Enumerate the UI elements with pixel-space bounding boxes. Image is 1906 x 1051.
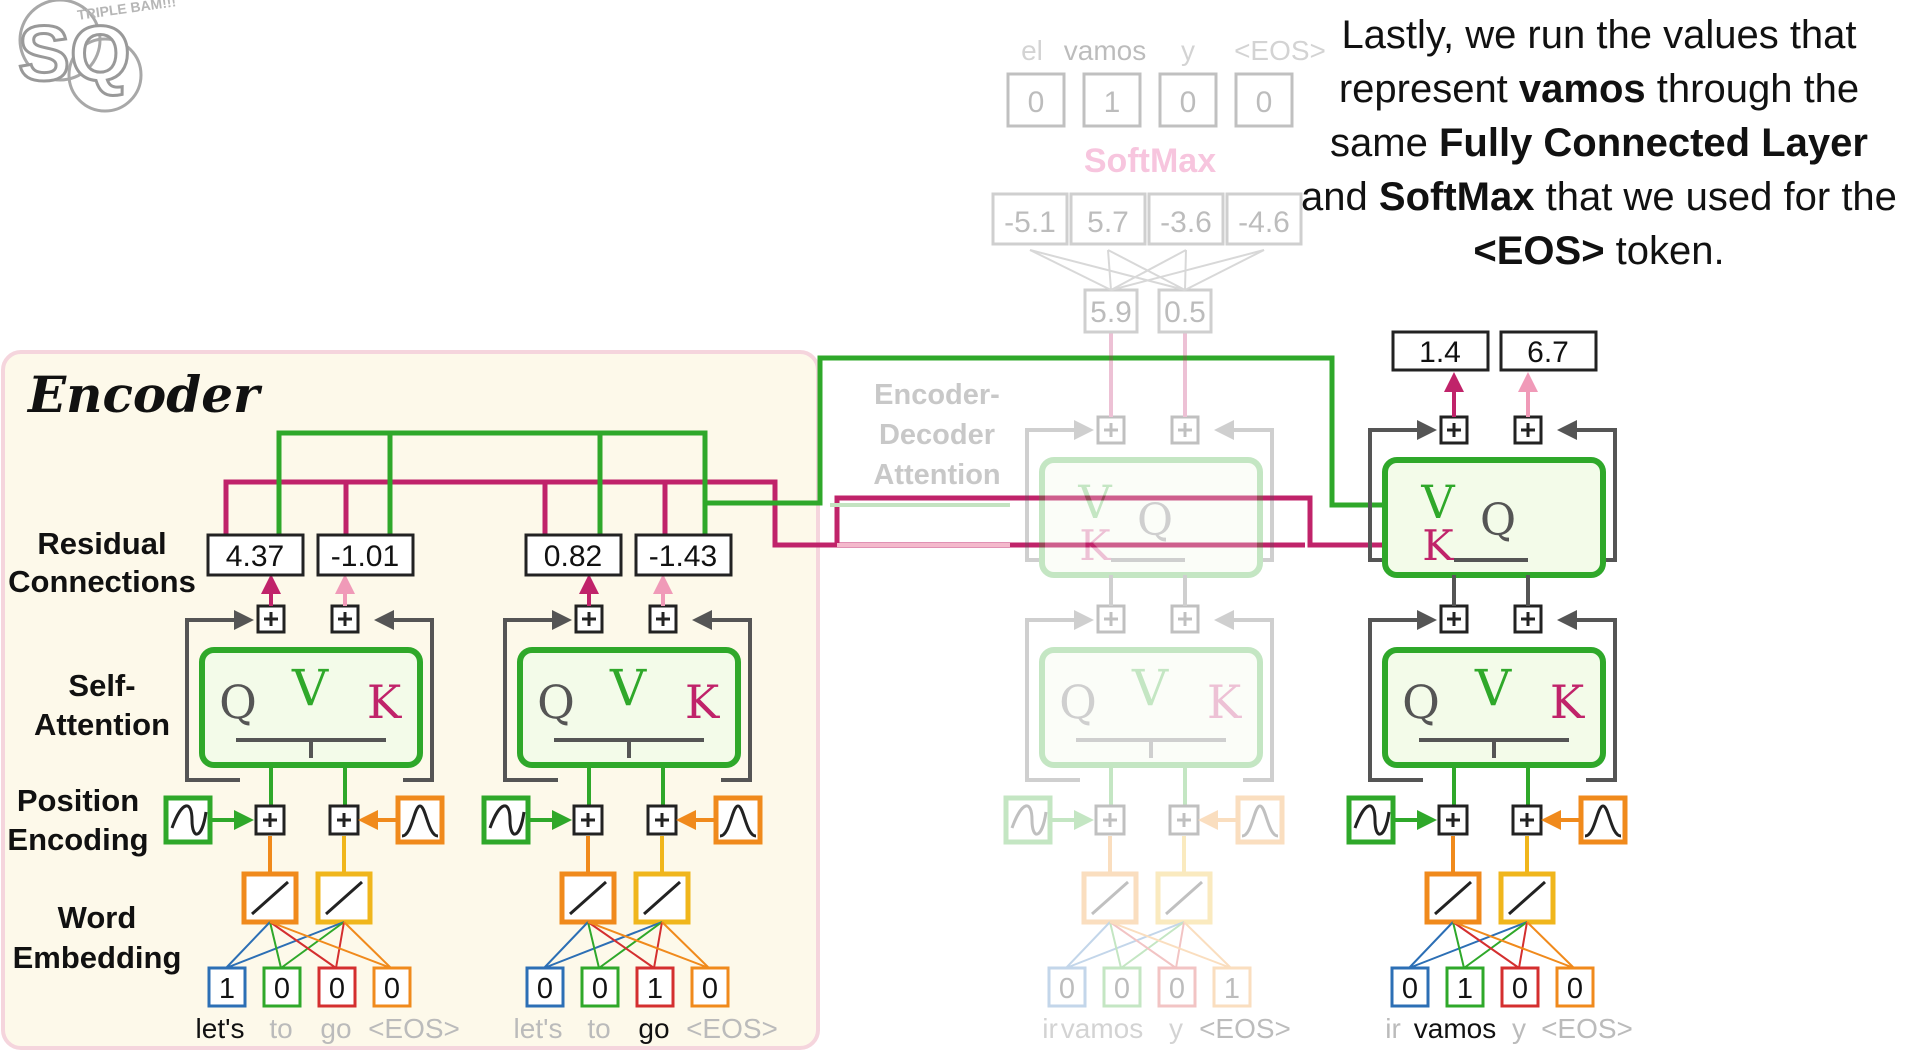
onehot-2-3: 0 [702, 973, 718, 1005]
faded-token-2: y [1169, 1013, 1183, 1044]
caption-bold-fc: Fully Connected Layer [1438, 121, 1868, 165]
faded-out-token-0: el [1021, 35, 1043, 66]
onehot-1-1: 0 [274, 973, 290, 1005]
encoder-output-1a: 4.37 [226, 540, 284, 573]
svg-text:K: K [1207, 675, 1243, 729]
faded-fc-0: 5.9 [1090, 296, 1132, 329]
faded-softmax-label: SoftMax [1084, 142, 1216, 180]
active-onehot-0: 0 [1402, 973, 1418, 1005]
onehot-1-0: 1 [219, 973, 235, 1005]
svg-text:Encoder-: Encoder- [874, 379, 1000, 411]
faded-sm-out-3: 0 [1256, 86, 1273, 119]
svg-text:K: K [367, 675, 403, 729]
active-output-1: 6.7 [1527, 336, 1569, 369]
svg-text:K: K [685, 675, 721, 729]
faded-sm-out-1: 1 [1104, 86, 1121, 119]
svg-text:Q: Q [1059, 675, 1097, 729]
statquest-logo: SQ TRIPLE BAM!!! [17, 0, 177, 113]
encoder-word-2: Q V K 0.82 -1.43 [481, 533, 778, 1044]
encoder-output-1b: -1.01 [331, 540, 399, 573]
faded-out-token-3: <EOS> [1234, 35, 1326, 66]
faded-onehot-0: 0 [1059, 973, 1075, 1005]
active-onehot-1: 1 [1457, 973, 1473, 1005]
faded-token-0: ir [1042, 1013, 1058, 1044]
faded-out-token-2: y [1181, 35, 1195, 66]
label-self-attention-1: Self- [68, 668, 135, 703]
decoder-faded: Q V K 0 [991, 35, 1326, 1044]
svg-text:V: V [1474, 659, 1512, 717]
encoder-labels: Residual Connections Self- Attention Pos… [7, 526, 195, 975]
token-1-0: let's [196, 1013, 245, 1044]
encoder-output-2a: 0.82 [544, 540, 602, 573]
svg-text:Q: Q [1137, 495, 1173, 546]
svg-text:Decoder: Decoder [879, 419, 995, 451]
token-1-3: <EOS> [368, 1013, 460, 1044]
svg-text:K: K [1079, 521, 1112, 570]
active-token-3: <EOS> [1541, 1013, 1633, 1044]
caption-bold-eos: <EOS> [1473, 229, 1605, 273]
token-2-0: let's [514, 1013, 563, 1044]
encoder-decoder-attention-label: Encoder- Decoder Attention [873, 379, 1000, 491]
active-onehot-2: 0 [1512, 973, 1528, 1005]
token-2-2: go [638, 1013, 669, 1044]
active-onehot-3: 0 [1567, 973, 1583, 1005]
token-2-1: to [587, 1013, 610, 1044]
active-token-0: ir [1385, 1013, 1401, 1044]
svg-text:V: V [1420, 475, 1455, 529]
encoder-word-1: Q V K 4.37 -1.01 [163, 533, 460, 1044]
token-1-1: to [269, 1013, 292, 1044]
svg-text:Q: Q [1402, 675, 1440, 729]
faded-out-token-1: vamos [1064, 35, 1146, 66]
faded-token-3: <EOS> [1199, 1013, 1291, 1044]
logo-letters: SQ [18, 9, 131, 97]
svg-text:V: V [291, 659, 329, 717]
label-position-1: Position [17, 783, 139, 818]
svg-text:Attention: Attention [873, 459, 1000, 491]
onehot-2-0: 0 [537, 973, 553, 1005]
caption-bold-vamos: vamos [1518, 67, 1646, 111]
faded-onehot-1: 0 [1114, 973, 1130, 1005]
faded-sm-in-0: -5.1 [1004, 206, 1056, 239]
active-output-0: 1.4 [1419, 336, 1461, 369]
faded-onehot-2: 0 [1169, 973, 1185, 1005]
label-residual-1: Residual [37, 526, 166, 561]
faded-sm-in-3: -4.6 [1238, 206, 1290, 239]
svg-text:V: V [1077, 475, 1112, 529]
onehot-2-1: 0 [592, 973, 608, 1005]
svg-text:V: V [609, 659, 647, 717]
faded-sm-out-0: 0 [1028, 86, 1045, 119]
onehot-1-3: 0 [384, 973, 400, 1005]
svg-text:K: K [1422, 521, 1455, 570]
label-embedding-1: Word [58, 900, 137, 935]
caption-text: Lastly, we run the values that represent… [1301, 13, 1897, 273]
faded-sm-in-1: 5.7 [1087, 206, 1129, 239]
onehot-1-2: 0 [329, 973, 345, 1005]
label-embedding-2: Embedding [13, 940, 182, 975]
label-position-2: Encoding [7, 822, 148, 857]
encoder-decoder-wires [223, 355, 1388, 558]
caption-bold-softmax: SoftMax [1378, 175, 1535, 219]
faded-sm-out-2: 0 [1180, 86, 1197, 119]
decoder-active: Q V K 0 [1346, 330, 1633, 1044]
active-token-2: y [1512, 1013, 1526, 1044]
faded-onehot-3: 1 [1224, 973, 1240, 1005]
faded-sm-in-2: -3.6 [1160, 206, 1212, 239]
svg-text:Q: Q [1480, 495, 1516, 546]
active-token-1: vamos [1414, 1013, 1496, 1044]
faded-token-1: vamos [1061, 1013, 1143, 1044]
svg-text:Q: Q [219, 675, 257, 729]
onehot-2-2: 1 [647, 973, 663, 1005]
label-self-attention-2: Attention [34, 707, 170, 742]
encoder-output-2b: -1.43 [649, 540, 717, 573]
token-2-3: <EOS> [686, 1013, 778, 1044]
svg-text:K: K [1550, 675, 1586, 729]
svg-text:V: V [1131, 659, 1169, 717]
faded-fc-1: 0.5 [1164, 296, 1206, 329]
label-residual-2: Connections [8, 564, 196, 599]
encoder-title: Encoder [26, 365, 263, 424]
svg-text:Q: Q [537, 675, 575, 729]
token-1-2: go [320, 1013, 351, 1044]
